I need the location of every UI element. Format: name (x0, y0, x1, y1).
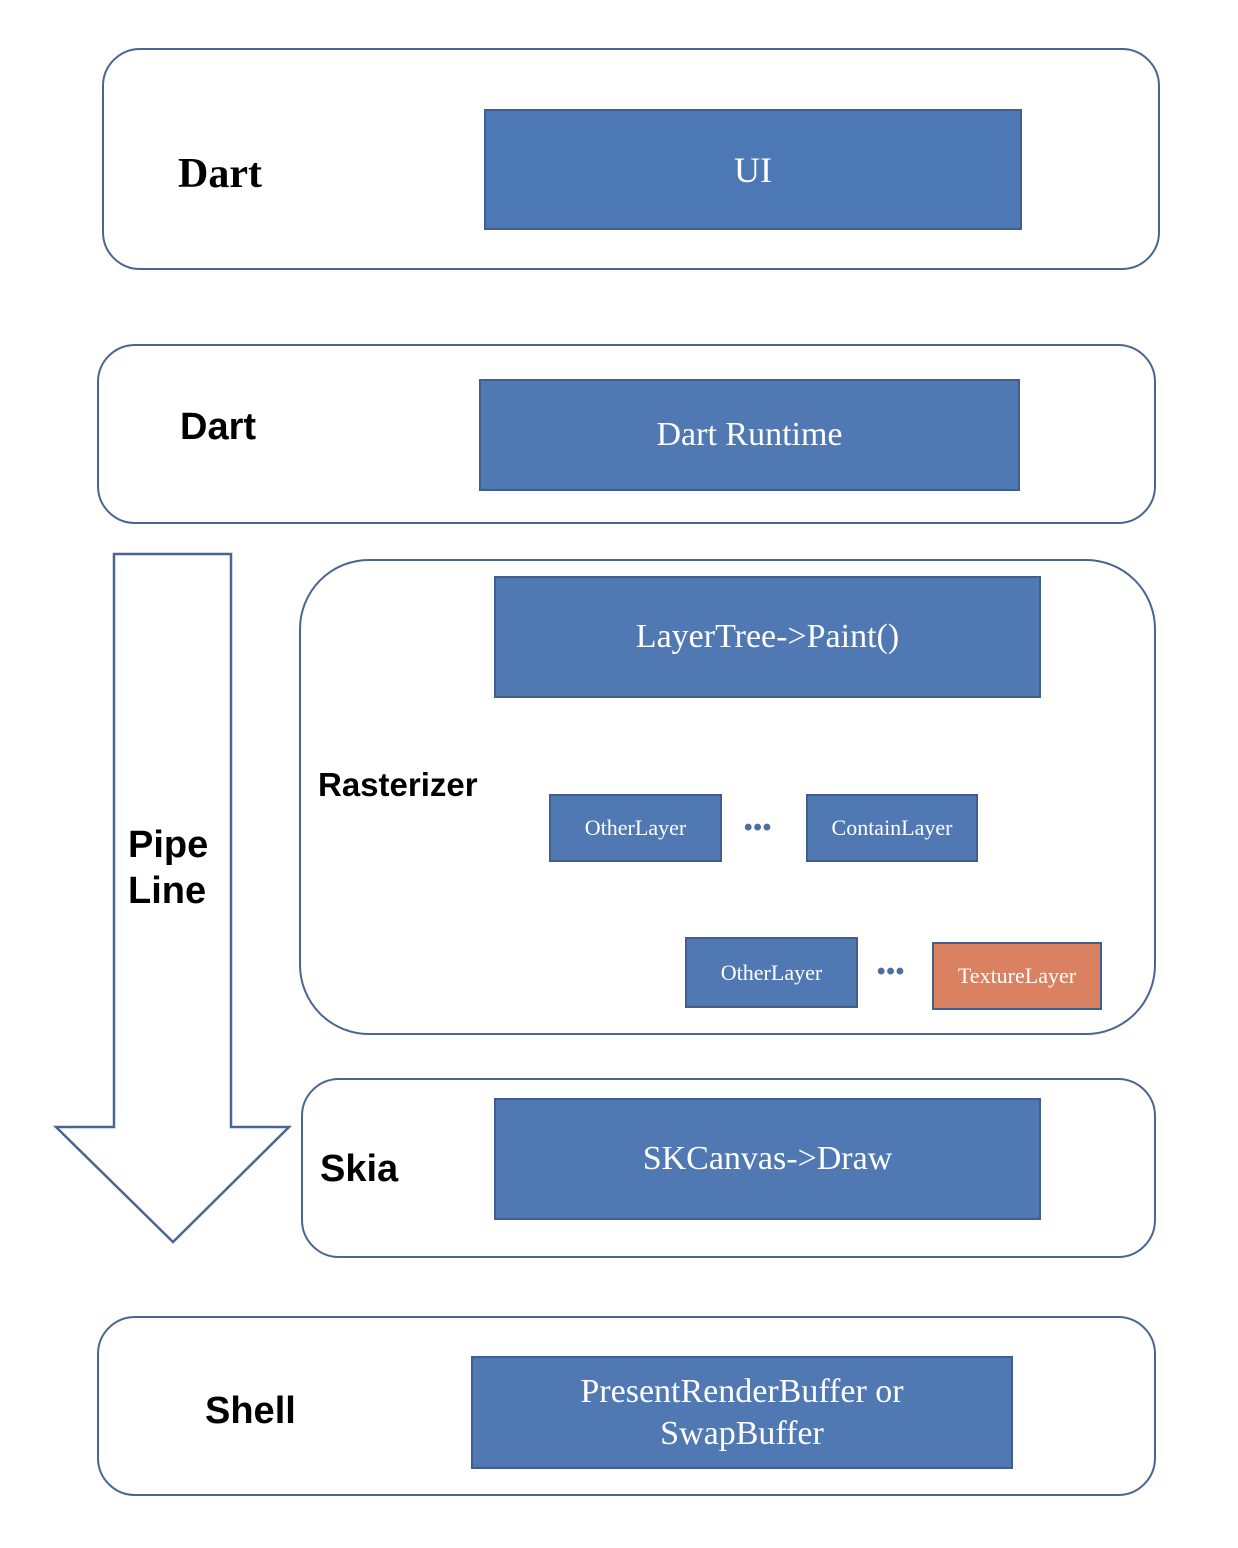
rasterizer-label: Rasterizer (318, 766, 478, 803)
skia-label: Skia (320, 1148, 399, 1190)
ellipsis-2: ••• (877, 958, 906, 985)
ui-box: UI (484, 109, 1022, 230)
other-layer-box-2: OtherLayer (685, 937, 858, 1008)
contain-layer-box: ContainLayer (806, 794, 978, 862)
ellipsis-1: ••• (744, 814, 773, 841)
shell-label: Shell (205, 1390, 296, 1432)
pipeline-label-line2: Line (128, 870, 207, 912)
pipeline-label: Pipe Line (128, 822, 208, 914)
dart-runtime-box: Dart Runtime (479, 379, 1020, 491)
present-render-buffer-line1: PresentRenderBuffer or (580, 1372, 904, 1410)
texture-layer-box: TextureLayer (932, 942, 1102, 1010)
layer-tree-paint-box: LayerTree->Paint() (494, 576, 1041, 698)
other-layer-box-1: OtherLayer (549, 794, 722, 862)
skcanvas-draw-box: SKCanvas->Draw (494, 1098, 1041, 1220)
pipeline-label-line1: Pipe (128, 824, 209, 866)
present-render-buffer-line2: SwapBuffer (660, 1414, 824, 1452)
present-render-buffer-box: PresentRenderBuffer or SwapBuffer (471, 1356, 1013, 1469)
dart-runtime-label: Dart (180, 406, 257, 448)
dart-ui-label: Dart (178, 151, 262, 197)
pipeline-arrow-shape (52, 552, 293, 1244)
